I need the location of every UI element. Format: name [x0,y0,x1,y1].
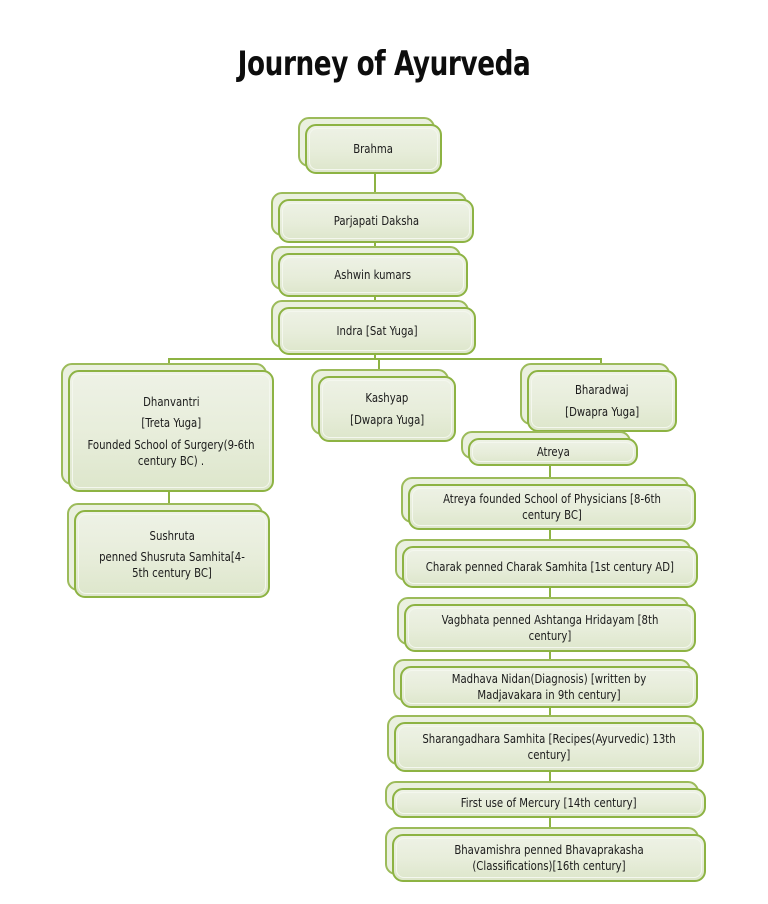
node-body: Brahma [305,124,442,174]
node-label: Sharangadhara Samhita [Recipes(Ayurvedic… [422,731,676,762]
node-body: Madhava Nidan(Diagnosis) [written by Mad… [400,666,698,708]
node-body: Indra [Sat Yuga] [278,307,476,355]
node-bhavaprakasha[interactable]: Bhavamishra penned Bhavaprakasha (Classi… [385,827,706,882]
node-label: Bhavamishra penned Bhavaprakasha (Classi… [454,842,644,873]
node-label: First use of Mercury [14th century] [461,795,637,811]
node-label-detail: Founded School of Surgery(9-6th century … [87,437,255,468]
node-dhanvantri[interactable]: Dhanvantri [Treta Yuga] Founded School o… [61,363,274,492]
node-label-name: Bharadwaj [575,382,629,398]
node-label: Charak penned Charak Samhita [1st centur… [425,559,675,575]
node-first-use-of-mercury[interactable]: First use of Mercury [14th century] [385,781,706,818]
node-madhava-nidan[interactable]: Madhava Nidan(Diagnosis) [written by Mad… [393,659,698,708]
node-label: Parjapati Daksha [333,213,419,229]
node-body: Ashwin kumars [278,253,468,297]
node-body: Parjapati Daksha [278,199,474,243]
node-body: Sharangadhara Samhita [Recipes(Ayurvedic… [394,722,704,772]
node-sharangadhara-samhita[interactable]: Sharangadhara Samhita [Recipes(Ayurvedic… [387,715,704,772]
connector-charak-vagbhata [549,588,551,604]
page-title: Journey of Ayurveda [237,44,531,84]
node-body: Vagbhata penned Ashtanga Hridayam [8th c… [404,604,696,652]
node-body: Atreya [468,438,638,466]
node-sushruta[interactable]: Sushruta penned Shusruta Samhita[4-5th c… [67,503,270,598]
node-label: Vagbhata penned Ashtanga Hridayam [8th c… [441,612,659,643]
node-body: Atreya founded School of Physicians [8-6… [408,484,696,530]
node-body: Bharadwaj [Dwapra Yuga] [527,370,677,432]
node-school-of-physicians[interactable]: Atreya founded School of Physicians [8-6… [401,477,696,530]
node-body: Charak penned Charak Samhita [1st centur… [402,546,698,588]
connector-branch-bus [168,358,602,360]
node-body: Sushruta penned Shusruta Samhita[4-5th c… [74,510,270,598]
node-parjapati-daksha[interactable]: Parjapati Daksha [271,192,474,243]
connector-physicians-charak [549,530,551,546]
node-atreya[interactable]: Atreya [461,431,638,466]
node-label: Atreya [536,444,570,460]
node-label-yuga: [Dwapra Yuga] [564,404,640,419]
node-label: Ashwin kumars [334,267,412,283]
node-body: Bhavamishra penned Bhavaprakasha (Classi… [392,834,706,882]
node-body: Dhanvantri [Treta Yuga] Founded School o… [68,370,274,492]
node-body: Kashyap [Dwapra Yuga] [318,376,456,442]
node-label: Atreya founded School of Physicians [8-6… [443,491,661,522]
connector-atreya-physicians [549,466,551,484]
node-label-yuga: [Treta Yuga] [141,415,201,431]
node-ashtanga-hridayam[interactable]: Vagbhata penned Ashtanga Hridayam [8th c… [397,597,696,652]
connector-brahma-parjapati [374,174,376,200]
node-charak-samhita[interactable]: Charak penned Charak Samhita [1st centur… [395,539,698,588]
node-label-name: Sushruta [149,527,195,543]
node-label-name: Kashyap [365,390,409,406]
node-brahma[interactable]: Brahma [298,117,442,174]
node-kashyap[interactable]: Kashyap [Dwapra Yuga] [311,369,456,442]
connector-mercury-bhavamishra [549,818,551,834]
node-body: First use of Mercury [14th century] [392,788,706,818]
node-indra[interactable]: Indra [Sat Yuga] [271,300,476,355]
node-label-name: Dhanvantri [142,393,200,409]
node-bharadwaj[interactable]: Bharadwaj [Dwapra Yuga] [520,363,677,432]
connector-dhanvantri-sushruta [168,492,170,510]
node-label-detail: penned Shusruta Samhita[4-5th century BC… [99,549,245,580]
node-label: Brahma [353,141,394,157]
node-label: Madhava Nidan(Diagnosis) [written by Mad… [451,671,647,702]
connector-sharangadhara-mercury [549,772,551,788]
node-label: Indra [Sat Yuga] [336,323,418,339]
node-ashwin-kumars[interactable]: Ashwin kumars [271,246,468,297]
connector-bus-kashyap [378,358,380,376]
node-label-yuga: [Dwapra Yuga] [349,412,425,427]
